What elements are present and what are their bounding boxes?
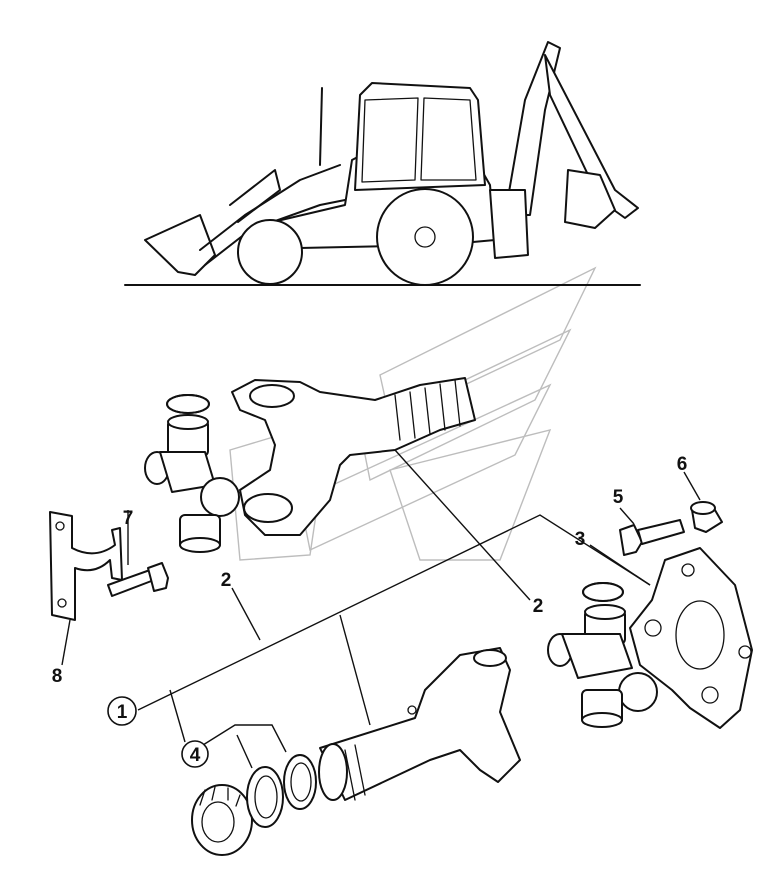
dipper-arm bbox=[544, 54, 639, 219]
callout-4-label: 4 bbox=[190, 745, 201, 766]
snap-ring-right bbox=[582, 582, 624, 602]
backhoe-bucket bbox=[564, 169, 616, 229]
universal-joint-left bbox=[144, 394, 240, 553]
bracket-part bbox=[49, 511, 123, 621]
rear-frame bbox=[489, 189, 529, 259]
callout-4: 4 bbox=[181, 740, 209, 768]
backhoe-boom bbox=[504, 41, 561, 216]
front-bucket bbox=[144, 214, 216, 276]
backhoe-loader-illustration bbox=[124, 41, 641, 286]
callout-8-label: 8 bbox=[52, 666, 63, 687]
slip-yoke-upper bbox=[231, 377, 476, 536]
nut-and-seal-washers bbox=[191, 754, 317, 856]
slip-yoke-lower bbox=[318, 647, 521, 801]
callout-5-label: 5 bbox=[613, 487, 624, 508]
bolt-part-5 bbox=[619, 519, 685, 556]
rear-wheel bbox=[376, 188, 474, 286]
leader-lines bbox=[61, 449, 701, 769]
snap-ring-left bbox=[166, 394, 210, 414]
callout-1-label: 1 bbox=[117, 702, 128, 723]
bolt-part-7 bbox=[107, 562, 169, 597]
callout-7-label: 7 bbox=[123, 508, 134, 529]
cab bbox=[354, 82, 486, 191]
callout-3-label: 3 bbox=[575, 529, 586, 550]
front-wheel bbox=[237, 219, 303, 285]
callout-2-right-label: 2 bbox=[533, 596, 544, 617]
sleeve-part-6 bbox=[690, 501, 723, 533]
universal-joint-right bbox=[547, 582, 658, 728]
exhaust-stack bbox=[319, 87, 323, 166]
callout-2-left-label: 2 bbox=[221, 570, 232, 591]
callout-1: 1 bbox=[107, 696, 137, 726]
flange-part-3 bbox=[629, 547, 753, 729]
callout-6-label: 6 bbox=[677, 454, 688, 475]
